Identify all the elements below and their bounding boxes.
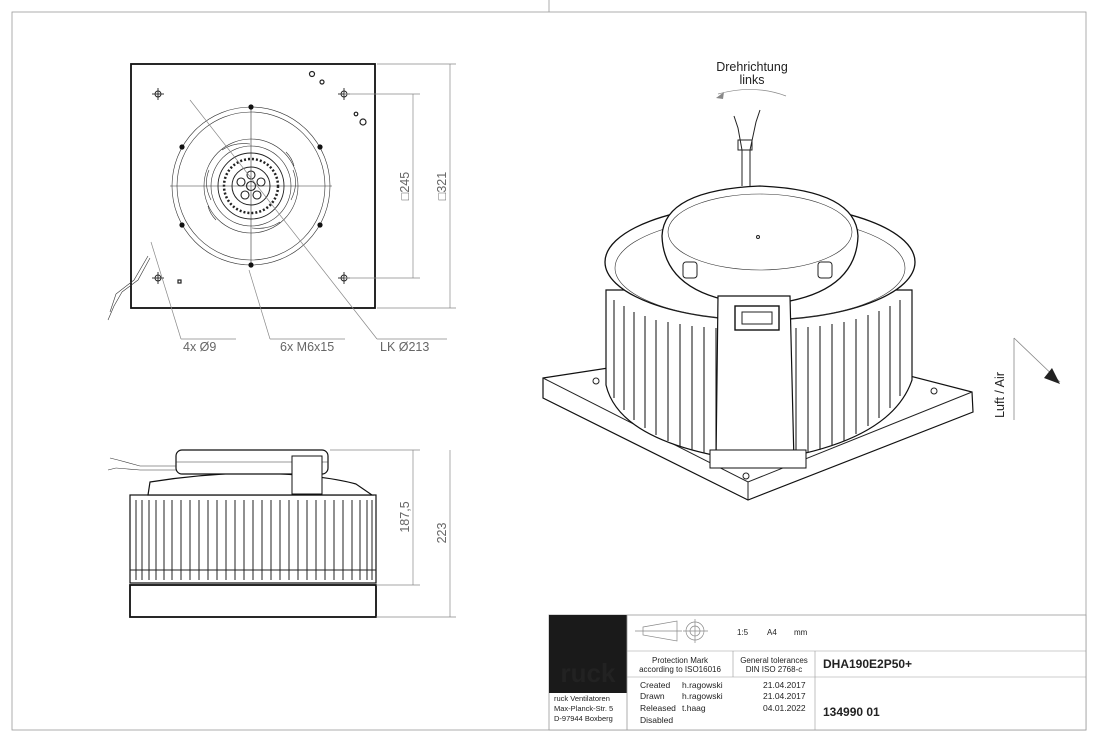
airflow-arrow-head <box>1044 368 1060 384</box>
dim-body-height: 187,5 <box>398 501 412 532</box>
side-cowl <box>147 472 374 496</box>
company-name: ruck Ventilatoren <box>554 694 610 703</box>
logo-text: ruck <box>561 658 616 688</box>
tolerances-1: General tolerances <box>740 656 808 665</box>
row-person: t.haag <box>682 703 706 713</box>
dimension-lines-top <box>344 63 456 309</box>
side-view: 187,5 223 <box>107 449 456 618</box>
iso-hole-right <box>930 387 938 395</box>
top-view: 4x Ø9 6x M6x15 LK Ø213 □245 □321 <box>107 63 456 354</box>
dimension-lines-side <box>330 449 456 618</box>
iso-dome-center <box>756 235 760 239</box>
iso-drum-ribs <box>613 300 901 455</box>
cable-top-view <box>107 255 151 321</box>
callout-bolt-circle: LK Ø213 <box>380 340 429 354</box>
blade-hints <box>206 143 296 229</box>
side-cable <box>107 457 176 471</box>
side-terminal-box <box>291 455 323 495</box>
side-ribs <box>135 500 373 580</box>
row-label: Drawn <box>640 691 665 701</box>
row-person: h.ragowski <box>682 680 723 690</box>
protection-mark-1: Protection Mark <box>652 656 709 665</box>
airflow-label: Luft / Air <box>993 372 1007 418</box>
iso-hole-left <box>592 377 600 385</box>
iso-motor-dome <box>661 185 859 306</box>
row-label: Disabled <box>640 715 673 725</box>
title-block-frame <box>548 614 1087 731</box>
cable-holes <box>177 70 367 284</box>
callout-screws: 6x M6x15 <box>280 340 334 354</box>
company-street: Max-Planck-Str. 5 <box>554 704 613 713</box>
row-date: 21.04.2017 <box>763 691 806 701</box>
rotation-label-2: links <box>739 73 764 87</box>
row-person: h.ragowski <box>682 691 723 701</box>
rotation-arrow <box>717 89 787 97</box>
side-base-plate <box>129 584 377 618</box>
dim-inner-square: □245 <box>398 172 412 200</box>
protection-mark-2: according to ISO16016 <box>639 665 721 674</box>
title-block: ruck 1:5 A4 mm Protection Mark according… <box>548 614 1087 731</box>
callout-holes: 4x Ø9 <box>183 340 216 354</box>
screw-points <box>179 104 323 268</box>
row-date: 21.04.2017 <box>763 680 806 690</box>
company-city: D-97944 Boxberg <box>554 714 613 723</box>
leader-lines <box>150 99 447 340</box>
iso-dome-top <box>667 193 853 271</box>
row-label: Created <box>640 680 671 690</box>
tolerances-2: DIN ISO 2768-c <box>746 665 802 674</box>
dim-outer-square: □321 <box>435 172 449 200</box>
approval-rows: Created h.ragowski 21.04.2017 Drawn h.ra… <box>640 680 806 725</box>
scale-text: 1:5 <box>737 628 749 637</box>
logo-box <box>549 615 627 693</box>
iso-lug-right <box>817 261 833 279</box>
paper-text: A4 <box>767 628 777 637</box>
dim-total-height: 223 <box>435 523 449 544</box>
iso-foot <box>709 449 807 469</box>
units-text: mm <box>794 628 808 637</box>
iso-hole-front <box>742 472 750 480</box>
rotation-arrow-head <box>716 92 724 99</box>
row-date: 04.01.2022 <box>763 703 806 713</box>
iso-lug-left <box>682 261 698 279</box>
iso-view: Drehrichtung links Luft / Air <box>542 60 1061 501</box>
product-name: DHA190E2P50+ <box>823 657 912 671</box>
projection-symbol-icon <box>635 619 708 643</box>
row-label: Released <box>640 703 676 713</box>
part-number: 134990 01 <box>823 705 880 719</box>
rotation-label-1: Drehrichtung <box>716 60 788 74</box>
iso-cable <box>733 109 761 186</box>
iso-connector-inner <box>741 311 773 325</box>
